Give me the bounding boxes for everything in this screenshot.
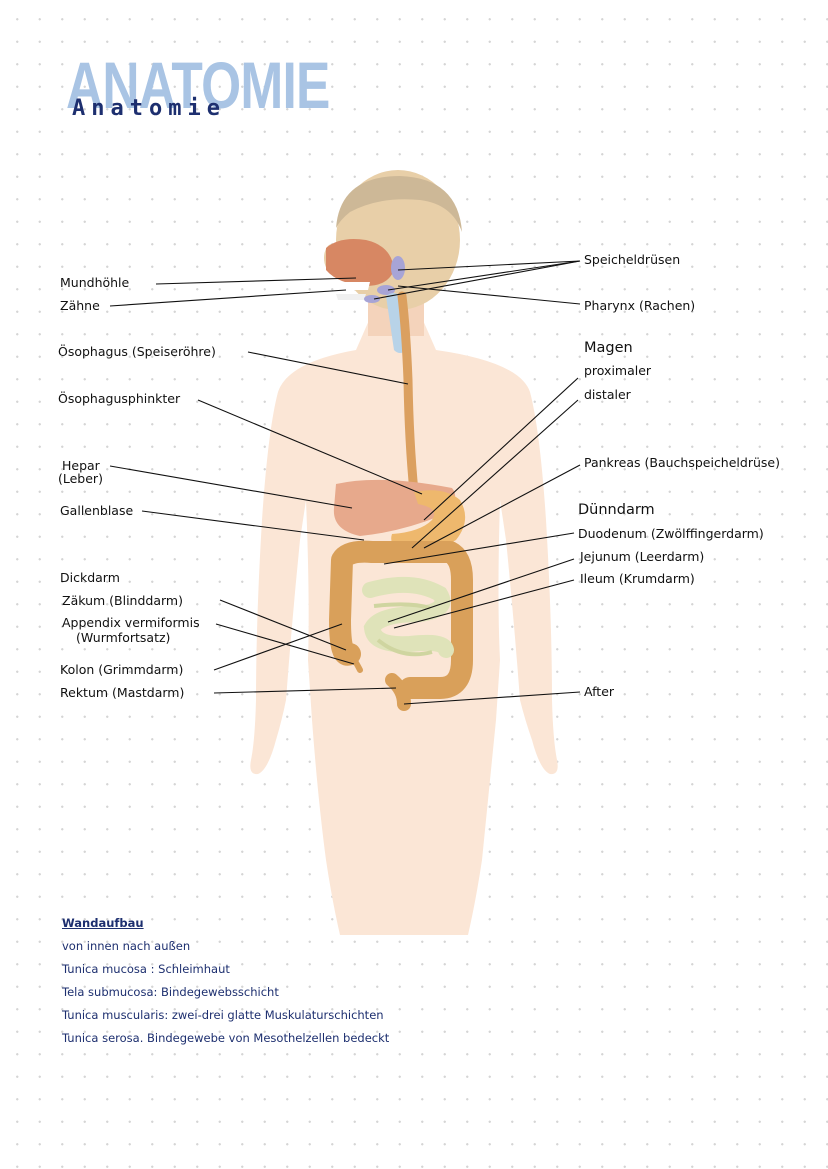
label-duodenum: Duodenum (Zwölffingerdarm) — [578, 526, 764, 541]
page-title-small: Anatomie — [72, 96, 226, 121]
label-dickdarm: Dickdarm — [60, 570, 120, 585]
notes-line: von innen nach außen — [62, 939, 191, 953]
label-duenndarm: Dünndarm — [578, 502, 655, 518]
label-gallenblase: Gallenblase — [60, 503, 134, 518]
label-speicheldruesen: Speicheldrüsen — [584, 252, 681, 267]
notes-line: Tunica muscularis: zwei-drei glatte Musk… — [62, 1008, 384, 1022]
digestive-organs — [326, 239, 473, 711]
label-ileum: Ileum (Krumdarm) — [580, 571, 695, 586]
label-oesophagus: Ösophagus (Speiseröhre) — [58, 344, 216, 359]
notes-heading: Wandaufbau — [62, 916, 144, 930]
label-oesophagussphinkter: Ösophagusphinkter — [58, 391, 181, 406]
label-magen-proximaler: proximaler — [584, 363, 652, 378]
notes-line: Tela submucosa: Bindegewebsschicht — [62, 985, 279, 999]
wall-structure-notes: Wandaufbau von innen nach außen Tunica m… — [62, 912, 389, 1050]
label-mundhoehle: Mundhöhle — [60, 275, 130, 290]
label-pankreas: Pankreas (Bauchspeicheldrüse) — [584, 455, 780, 470]
label-zaehne: Zähne — [60, 298, 100, 313]
label-leber: (Leber) — [58, 471, 103, 486]
label-hepar: Hepar — [62, 458, 100, 473]
notes-line: Tunica serosa. Bindegewebe von Mesothelz… — [62, 1031, 390, 1045]
label-magen-distaler: distaler — [584, 387, 631, 402]
page-title-large: ANATOMIE — [66, 48, 330, 122]
notes-line: Tunica mucosa : Schleimhaut — [62, 962, 230, 976]
label-after: After — [584, 684, 615, 699]
label-zaekum: Zäkum (Blinddarm) — [62, 593, 183, 608]
leader-lines — [109, 260, 581, 705]
label-pharynx: Pharynx (Rachen) — [584, 298, 696, 313]
label-kolon: Kolon (Grimmdarm) — [60, 662, 184, 677]
label-rektum: Rektum (Mastdarm) — [60, 685, 185, 700]
label-jejunum: Jejunum (Leerdarm) — [580, 549, 705, 564]
label-wurmfortsatz: (Wurmfortsatz) — [76, 630, 171, 645]
label-magen: Magen — [584, 340, 633, 356]
label-appendix: Appendix vermiformis — [62, 615, 200, 630]
